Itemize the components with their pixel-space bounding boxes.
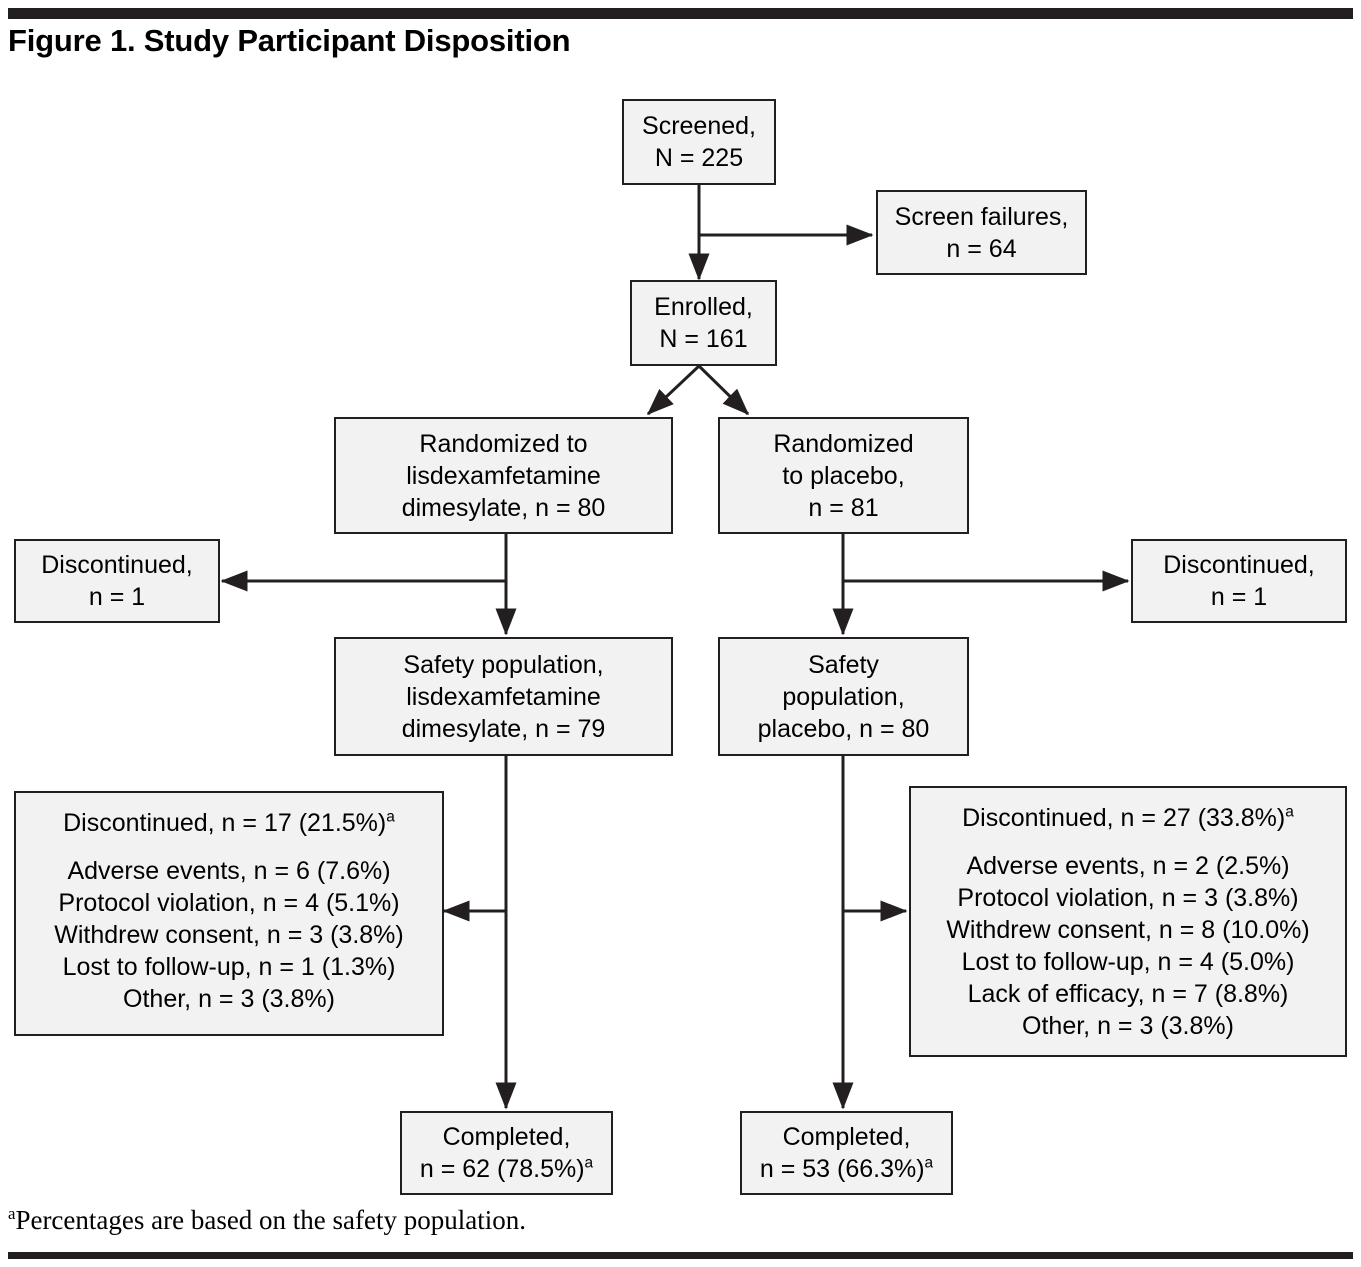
figure-footnote: aPercentages are based on the safety pop… [8,1205,526,1236]
footnote-marker-icon: a [584,1154,594,1172]
node-screen-failures-line1: Screen failures, [894,202,1069,231]
node-enrolled-line1: Enrolled, [654,293,753,321]
connector-enrolled-to-lisdex [646,364,701,416]
node-discontinued-lisdex-early-line2: n = 1 [88,583,146,611]
node-randomized-placebo-line2: to placebo, [782,461,905,490]
node-randomized-placebo-line3: n = 81 [808,493,879,522]
node-randomized-placebo-line1: Randomized [773,429,914,458]
node-completed-lisdex-line1: Completed, [442,1123,571,1151]
page-title: Figure 1. Study Participant Disposition [8,23,571,58]
footnote-marker-icon: a [1285,803,1294,821]
node-screened: Screened, N = 225 [622,99,776,185]
node-safety-population-lisdexamfetamine: Safety population, lisdexamfetamine dime… [334,637,673,756]
node-enrolled-line2: N = 161 [659,325,748,353]
reasons-lisdex-header: Discontinued, n = 17 (21.5%)a [63,807,395,839]
node-discontinued-placebo-early-line2: n = 1 [1210,583,1268,611]
connector-enrolled-to-placebo [697,364,750,416]
node-randomized-lisdexamfetamine: Randomized to lisdexamfetamine dimesylat… [334,417,673,534]
footnote-marker-icon: a [386,808,395,826]
top-rule [8,8,1353,19]
footnote-marker-icon: a [924,1154,934,1172]
node-completed-placebo: Completed, n = 53 (66.3%)a [740,1111,953,1195]
node-safety-lisdex-line1: Safety population, [403,650,604,679]
node-randomized-lisdex-line3: dimesylate, n = 80 [401,493,606,522]
reasons-lisdex-item-3: Lost to follow-up, n = 1 (1.3%) [62,953,396,981]
node-safety-population-placebo: Safety population, placebo, n = 80 [718,637,969,756]
footnote-marker-icon: a [8,1204,16,1223]
node-enrolled: Enrolled, N = 161 [630,280,777,366]
node-randomized-placebo: Randomized to placebo, n = 81 [718,417,969,534]
reasons-lisdex-item-0: Adverse events, n = 6 (7.6%) [67,857,391,885]
node-randomized-lisdex-line2: lisdexamfetamine [406,461,601,490]
node-discontinued-lisdex-early: Discontinued, n = 1 [14,539,220,623]
reasons-placebo-header-text: Discontinued, n = 27 (33.8%) [962,804,1286,832]
node-completed-lisdex-line2-text: n = 62 (78.5%) [419,1155,585,1183]
reasons-placebo-item-2: Withdrew consent, n = 8 (10.0%) [946,916,1310,944]
node-completed-placebo-line1: Completed, [782,1123,911,1151]
node-completed-lisdex-line2: n = 62 (78.5%)a [420,1153,593,1185]
reasons-placebo-item-1: Protocol violation, n = 3 (3.8%) [957,884,1299,912]
node-discontinued-lisdex-early-line1: Discontinued, [41,551,193,579]
node-discontinuation-reasons-placebo: Discontinued, n = 27 (33.8%)a Adverse ev… [909,786,1347,1057]
reasons-lisdex-item-2: Withdrew consent, n = 3 (3.8%) [54,921,404,949]
reasons-lisdex-item-4: Other, n = 3 (3.8%) [123,985,335,1013]
reasons-lisdex-header-text: Discontinued, n = 17 (21.5%) [63,809,387,837]
node-screen-failures: Screen failures, n = 64 [876,190,1087,275]
node-completed-lisdexamfetamine: Completed, n = 62 (78.5%)a [400,1111,613,1195]
node-randomized-lisdex-line1: Randomized to [419,429,588,458]
footnote-text: Percentages are based on the safety popu… [15,1205,526,1235]
node-safety-lisdex-line3: dimesylate, n = 79 [401,714,606,743]
reasons-placebo-item-5: Other, n = 3 (3.8%) [1022,1012,1234,1040]
reasons-lisdex-item-1: Protocol violation, n = 4 (5.1%) [58,889,400,917]
node-safety-placebo-line3: placebo, n = 80 [757,714,930,743]
reasons-placebo-item-0: Adverse events, n = 2 (2.5%) [966,852,1290,880]
bottom-rule [8,1252,1353,1259]
reasons-placebo-item-4: Lack of efficacy, n = 7 (8.8%) [967,980,1289,1008]
reasons-placebo-header: Discontinued, n = 27 (33.8%)a [962,802,1294,834]
node-safety-placebo-line2: population, [782,682,905,711]
node-safety-lisdex-line2: lisdexamfetamine [406,682,601,711]
node-discontinued-placebo-early: Discontinued, n = 1 [1131,539,1347,623]
node-discontinued-placebo-early-line1: Discontinued, [1163,551,1315,579]
node-completed-placebo-line2-text: n = 53 (66.3%) [759,1155,925,1183]
reasons-placebo-item-3: Lost to follow-up, n = 4 (5.0%) [961,948,1295,976]
node-safety-placebo-line1: Safety [808,650,879,679]
node-screened-line1: Screened, [642,112,756,140]
node-screen-failures-line2: n = 64 [946,234,1017,263]
node-discontinuation-reasons-lisdexamfetamine: Discontinued, n = 17 (21.5%)a Adverse ev… [14,791,444,1036]
node-screened-line2: N = 225 [654,144,744,172]
node-completed-placebo-line2: n = 53 (66.3%)a [760,1153,933,1185]
